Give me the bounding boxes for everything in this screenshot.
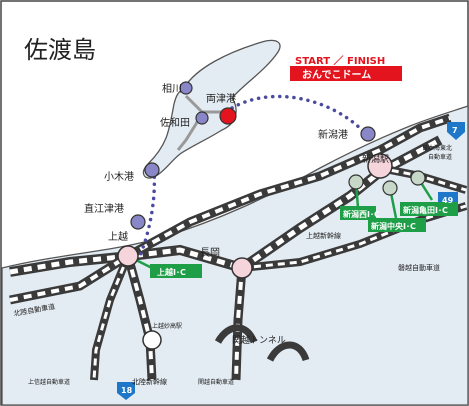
road-banetsu: 磐越自動車道	[398, 263, 440, 272]
ic-label-boxes	[150, 202, 458, 278]
place-aikawa: 相川	[162, 82, 182, 95]
joetsu-myoko-marker	[142, 330, 162, 350]
ogi-port-marker	[144, 162, 160, 178]
ferry-routes	[138, 94, 368, 258]
aikawa-marker	[179, 81, 193, 95]
place-ryotsu: 両津港	[206, 93, 236, 105]
sawata-marker	[195, 111, 209, 125]
niigata-port-marker	[360, 126, 376, 142]
joetsu-myoko-station: 上越妙高駅	[152, 322, 182, 330]
island-road	[176, 94, 204, 151]
start-finish-label: START ／ FINISH	[295, 54, 385, 67]
badge-49: 49	[442, 196, 454, 205]
ic-joetsu: 上越I･C	[157, 267, 186, 277]
ryotsu-start-marker	[219, 107, 237, 125]
kanetsu-tunnel: 関越トンネル	[232, 334, 286, 346]
place-naoetsu: 直江津港	[84, 202, 124, 215]
niigata-nishi-ic-marker	[348, 174, 364, 190]
badge-7: 7	[452, 126, 458, 135]
naoetsu-port-marker	[130, 214, 146, 230]
road-kanetsu: 関越自動車道	[198, 378, 234, 386]
venue-box	[290, 66, 402, 81]
place-niigata-station: 新潟駅	[362, 153, 389, 165]
line-joetsu-shinkansen: 上越新幹線	[306, 231, 341, 240]
place-joetsu: 上越	[108, 230, 128, 243]
place-niigata-port: 新潟港	[318, 128, 348, 141]
nagaoka-station-marker	[231, 257, 253, 279]
ic-niigata-kameda: 新潟亀田I･C	[403, 205, 448, 215]
place-sawata: 佐和田	[160, 117, 190, 129]
sado-island	[142, 39, 281, 179]
niigata-station-marker	[367, 153, 393, 179]
road-nihonkai-tohoku-2: 自動車道	[428, 153, 452, 161]
line-hokuriku-shinkansen: 北陸新幹線	[132, 377, 167, 386]
ic-niigata-nishi: 新潟西I･C	[343, 209, 380, 219]
place-ogi: 小木港	[104, 171, 134, 183]
road-nihonkai-tohoku-1: 日本海東北	[422, 144, 452, 152]
port-markers	[117, 81, 426, 350]
venue-label: おんでこドーム	[302, 69, 371, 81]
niigata-chuo-ic-marker	[382, 180, 398, 196]
joetsu-station-marker	[117, 245, 139, 267]
road-joshinetsu: 上信越自動車道	[28, 378, 70, 386]
niigata-kameda-ic-marker	[410, 170, 426, 186]
place-nagaoka: 長岡	[200, 247, 220, 259]
road-nihonkai-tohoku: 日本海東北 自動車道	[422, 144, 454, 161]
badge-18: 18	[121, 386, 133, 395]
map-title: 佐渡島	[24, 36, 96, 64]
ic-niigata-chuo: 新潟中央I･C	[371, 221, 416, 231]
